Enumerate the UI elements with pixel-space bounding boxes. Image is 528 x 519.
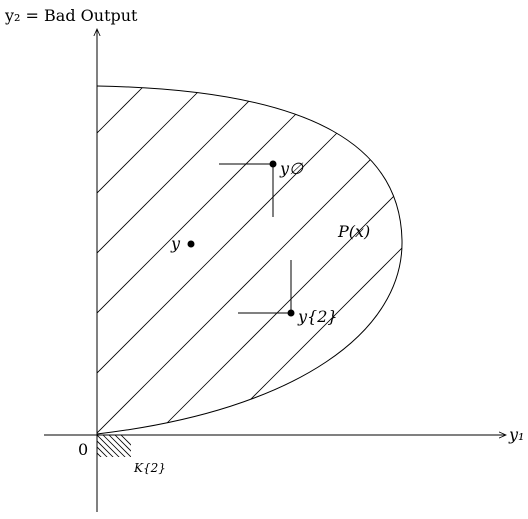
origin-label: 0 — [78, 440, 88, 459]
set-p-label: P(x) — [337, 222, 370, 241]
point-y-label: y — [170, 234, 181, 253]
y-axis-label: y₂ = Bad Output — [4, 6, 138, 25]
point-y-two-label: y{2} — [297, 307, 338, 326]
point-y-empty — [269, 160, 277, 168]
cone-label: K{2} — [133, 461, 166, 475]
x-axis-label: y₁ — [508, 425, 524, 444]
point-y-two — [287, 309, 295, 317]
set-p-boundary — [96, 85, 403, 435]
cone-hatching — [97, 435, 131, 457]
point-y-empty-label: y∅ — [279, 159, 304, 178]
point-y — [187, 240, 195, 248]
